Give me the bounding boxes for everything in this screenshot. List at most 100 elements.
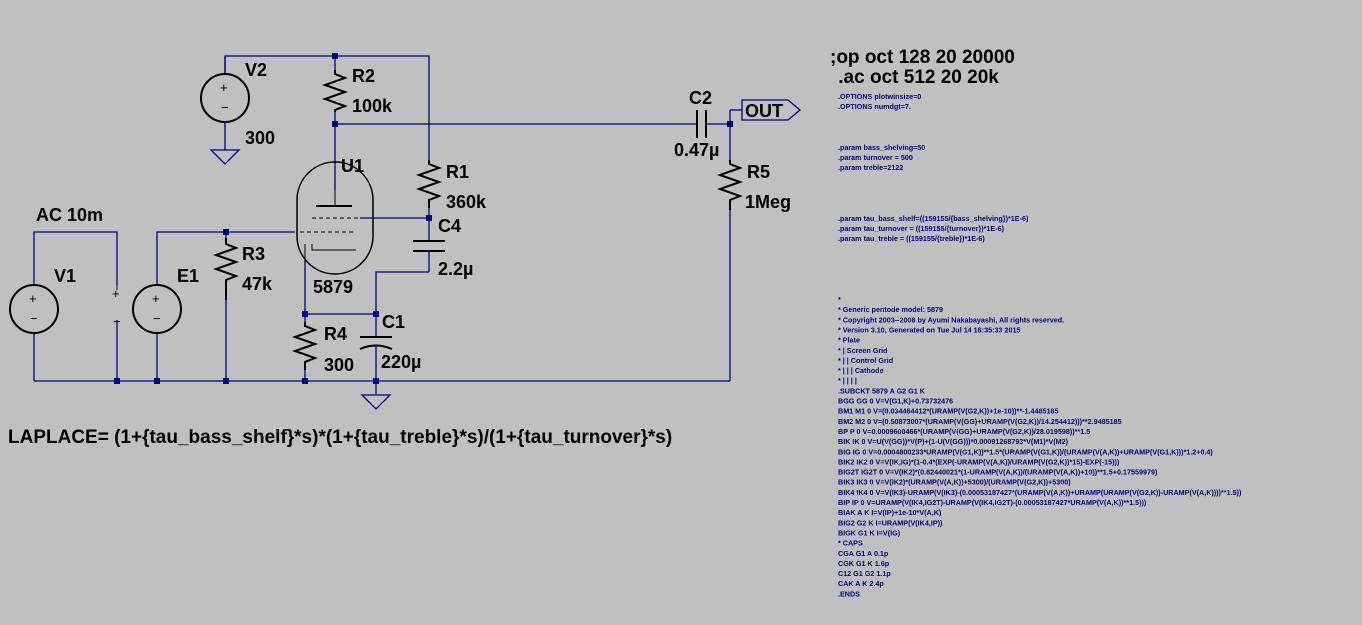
c4-name: C4 (438, 216, 461, 236)
directive-line: * CAPS (838, 539, 863, 548)
e1-name: E1 (177, 266, 199, 286)
directive-line: .param tau_treble = ((159155/{treble})*1… (838, 234, 985, 243)
ground-symbol-v2 (209, 149, 241, 165)
wire-e1-top[interactable] (156, 231, 226, 285)
u1-name: U1 (341, 156, 364, 176)
directive-line: * Generic pentode model: 5879 (838, 305, 943, 314)
svg-text:+: + (112, 286, 120, 301)
junction-cathode-r4 (302, 311, 308, 317)
r2-name: R2 (352, 66, 375, 86)
directive-line: BIK2 IK2 0 V=V(IK,IG)*(1-0.4*(EXP(-URAMP… (838, 457, 1120, 466)
wires (33, 55, 742, 394)
directive-line: .OPTIONS plotwinsize=0 (838, 92, 921, 101)
directive-line: C12 G1 G2 1.1p (838, 569, 891, 578)
directive-line: .param turnover = 500 (838, 153, 913, 162)
r3-value: 47k (242, 274, 273, 294)
v2-value: 300 (245, 128, 275, 148)
junction-gnd-3 (223, 378, 229, 384)
ground-symbol-main (360, 394, 392, 410)
directive-line: BP P 0 V=0.0009600466*(URAMP(V(GG)+URAMP… (838, 427, 1090, 436)
directive-line: .param tau_turnover = ((159155/{turnover… (838, 224, 1005, 233)
spice-directives-big[interactable]: ;op oct 128 20 20000 .ac oct 512 20 20k (830, 47, 1015, 88)
r1-name: R1 (446, 162, 469, 182)
directive-line: BM2 M2 0 V=(0.50873007*(URAMP(V(GG)+URAM… (838, 417, 1122, 426)
r1-resistor[interactable]: R1 360k (415, 160, 487, 212)
r4-resistor[interactable]: R4 300 (291, 322, 354, 375)
directive-line: * Plate (838, 336, 860, 345)
directive-line: * | Screen Grid (838, 346, 888, 355)
directive-line: .param treble=2122 (838, 163, 903, 172)
r5-name: R5 (747, 162, 770, 182)
svg-text:+: + (29, 291, 37, 306)
directive-line: .param bass_shelving=50 (838, 143, 925, 152)
junction-grid (223, 229, 229, 235)
laplace-expression[interactable]: LAPLACE= (1+{tau_bass_shelf}*s)*(1+{tau_… (8, 427, 672, 448)
directive-line: .OPTIONS numdgt=7. (838, 102, 911, 111)
directive-op: ;op oct 128 20 20000 (830, 47, 1015, 68)
u1-model: 5879 (313, 277, 353, 297)
junctions (114, 53, 733, 384)
r3-resistor[interactable]: R3 47k (212, 238, 273, 300)
r5-resistor[interactable]: R5 1Meg (716, 160, 791, 212)
c2-capacitor[interactable]: C2 0.47µ (674, 88, 719, 160)
r4-name: R4 (324, 324, 347, 344)
v2-name: V2 (245, 60, 267, 80)
directive-line: BIAK A K I=V(IP)+1e-10*V(A,K) (838, 508, 942, 517)
directive-line: * | | | Cathode (838, 366, 884, 375)
r4-value: 300 (324, 355, 354, 375)
directive-line: CGA G1 A 0.1p (838, 549, 889, 558)
v2-voltage-source[interactable]: + − V2 300 (200, 60, 275, 148)
out-net-label[interactable]: OUT (741, 99, 802, 121)
svg-text:+: + (220, 80, 228, 95)
directive-ac: .ac oct 512 20 20k (833, 67, 999, 88)
directive-line: * | | Control Grid (838, 356, 893, 365)
wire-v1-top[interactable] (33, 231, 118, 285)
directive-line: BIG2T IG2T 0 V=V(IK2)*(0.82440021*(1-URA… (838, 468, 1158, 477)
wire-v2-top[interactable] (224, 55, 430, 160)
svg-text:+: + (152, 291, 160, 306)
junction-screen (426, 215, 432, 221)
directive-line: BIP IP 0 V=URAMP(V(IK4,IG2T)-URAMP(V(IK4… (838, 498, 1147, 507)
directive-line: .param tau_bass_shelf=((159155/{bass_she… (838, 214, 1029, 223)
c2-name: C2 (689, 88, 712, 108)
c4-value: 2.2µ (438, 259, 473, 279)
r1-value: 360k (446, 192, 487, 212)
junction-gnd-1 (114, 378, 120, 384)
r2-value: 100k (352, 96, 393, 116)
junction-plate (332, 121, 338, 127)
directive-line: BM1 M1 0 V=(0.034464412*(URAMP(V(G2,K))+… (838, 407, 1059, 416)
directive-line: BIK3 IK3 0 V=V(IK2)*(URAMP(V(A,K))+5300)… (838, 478, 1071, 487)
junction-cathode-c1 (373, 311, 379, 317)
wire-c4-to-cathode[interactable] (375, 271, 429, 314)
directive-line: BIG2 G2 K I=URAMP(V(IK4,IP)) (838, 518, 943, 527)
directive-line: .SUBCKT 5879 A G2 G1 K (838, 386, 926, 395)
directive-line: .ENDS (838, 589, 860, 598)
directive-line: CGK G1 K 1.6p (838, 559, 890, 568)
directive-line: BIGK G1 K I=V(IG) (838, 529, 901, 538)
junction-gnd-5 (373, 378, 379, 384)
v1-name: V1 (54, 266, 76, 286)
directive-line: BGG GG 0 V=V(G1,K)+0.73732476 (838, 397, 953, 406)
svg-text:−: − (153, 311, 161, 326)
junction-top (332, 53, 338, 59)
svg-text:−: − (113, 314, 121, 329)
directive-line: BIK4 IK4 0 V=V(IK3)-URAMP(V(IK3)-(0.0005… (838, 488, 1242, 497)
v1-voltage-source[interactable]: + − V1 AC 10m (9, 205, 103, 334)
c4-capacitor[interactable]: C4 2.2µ (413, 216, 473, 279)
junction-out (727, 121, 733, 127)
directive-line: BIG IG 0 V=0.0004800233*URAMP(V(G1,K))**… (838, 447, 1213, 456)
c1-value: 220µ (381, 352, 421, 372)
e1-controlled-source[interactable]: + − + − E1 (112, 266, 199, 334)
directive-line: * Copyright 2003--2008 by Ayumi Nakabaya… (838, 315, 1064, 324)
u1-pentode-tube[interactable]: U1 5879 (296, 156, 374, 297)
r2-resistor[interactable]: R2 100k (321, 66, 393, 116)
c1-capacitor[interactable]: C1 220µ (359, 312, 421, 372)
spice-directives-small[interactable]: .OPTIONS plotwinsize=0.OPTIONS numdgt=7.… (838, 92, 1242, 598)
junction-gnd-4 (302, 378, 308, 384)
v1-value: AC 10m (36, 205, 103, 225)
directive-line: CAK A K 2.4p (838, 579, 884, 588)
directive-line: BIK IK 0 V=U(V(GG))*V(P)+(1-U(V(GG)))*0.… (838, 437, 1069, 446)
directive-line: * | | | | (838, 376, 857, 385)
directive-line: * Version 3.10, Generated on Tue Jul 14 … (838, 326, 1020, 335)
